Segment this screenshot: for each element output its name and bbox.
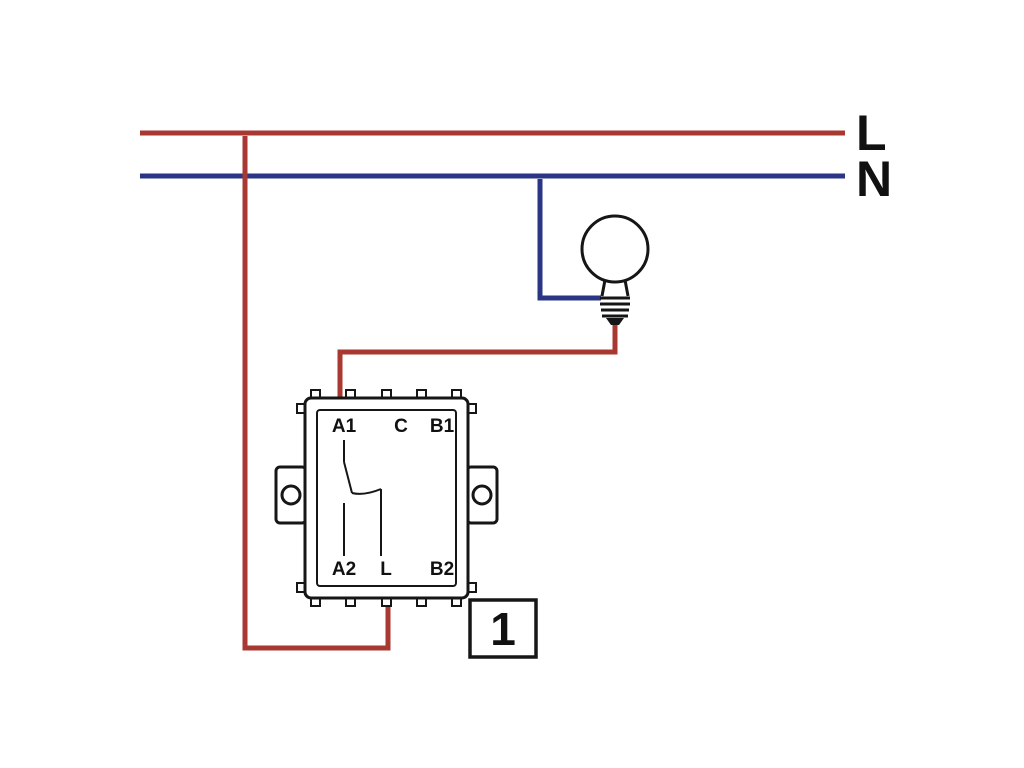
scheme-number-frame (468, 598, 538, 659)
terminal-label-c: C (394, 416, 408, 437)
live-drop-wire (242, 136, 391, 651)
switch-module: A1 C B1 A2 L B2 (274, 389, 499, 607)
bulb-contact-tip (606, 318, 624, 325)
neutral-rail-label: N (856, 151, 892, 207)
switch-body-inner (316, 409, 457, 587)
live-rail-label: L (856, 105, 887, 161)
scheme-number-box: 1 (468, 598, 538, 659)
bulb-neck-right (623, 279, 630, 297)
screw-hole-left (280, 484, 302, 506)
switch-contact-symbol (343, 440, 382, 556)
neutral-lamp-wire (537, 179, 601, 301)
contact-hook (351, 488, 382, 495)
bulb-glass (580, 214, 650, 284)
contact-blade (343, 461, 353, 494)
screw-hole-right (471, 484, 493, 506)
switched-live-wire (337, 322, 618, 397)
light-bulb-icon (580, 214, 650, 325)
terminal-label-b1: B1 (430, 416, 455, 437)
scheme-number-label: 1 (490, 603, 516, 655)
terminal-label-b2: B2 (430, 559, 454, 580)
switch-body (303, 396, 470, 600)
terminal-label-a2: A2 (332, 559, 356, 580)
terminal-label-l: L (380, 559, 392, 580)
terminal-label-a1: A1 (332, 416, 357, 437)
bulb-neck-left (600, 279, 607, 297)
